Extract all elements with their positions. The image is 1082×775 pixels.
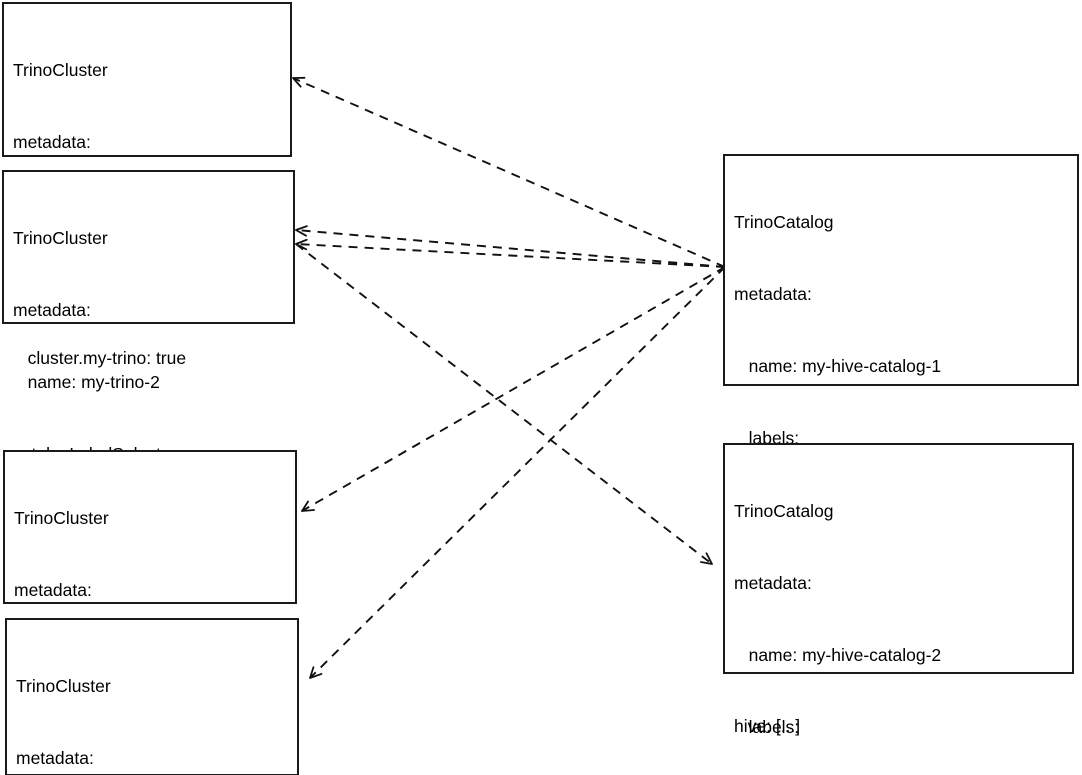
edge-catalog2-to-my-trino-2-return: [295, 238, 726, 268]
edge-catalog1-to-my-trino: [292, 76, 726, 268]
node-line-kind: TrinoCluster: [14, 508, 109, 528]
edge-catalog1-to-my-trino-blue: [302, 266, 726, 511]
node-trinocluster-my-trino[interactable]: TrinoCluster metadata: name: my-trino ca…: [2, 2, 292, 368]
node-line-metadata: metadata:: [14, 580, 92, 600]
node-line-metadata: metadata:: [13, 300, 91, 320]
node-line-kind: TrinoCatalog: [734, 501, 834, 521]
node-line-kind: TrinoCluster: [16, 676, 111, 696]
node-line-kind: TrinoCluster: [13, 60, 108, 80]
node-line-hive: hive: [...]: [734, 716, 801, 736]
edge-catalog2-to-my-trino-2: [295, 243, 712, 564]
node-trinocluster-my-trino-green[interactable]: TrinoCluster metadata: name: my-trino-gr…: [5, 618, 299, 775]
node-trinocluster-my-trino-2[interactable]: TrinoCluster metadata: name: my-trino-2 …: [2, 170, 295, 536]
node-line-name: name: my-trino-2: [13, 372, 160, 392]
node-line-name: name: my-hive-catalog-2: [734, 645, 942, 665]
node-line-name: name: my-hive-catalog-1: [734, 356, 942, 376]
node-line-labels: labels:: [734, 717, 800, 737]
edge-catalog1-to-my-trino-green: [310, 266, 726, 678]
node-line-kind: TrinoCatalog: [734, 212, 834, 232]
node-trinocluster-my-trino-blue[interactable]: TrinoCluster metadata: name: my-trino-bl…: [3, 450, 297, 744]
node-line-kind: TrinoCluster: [13, 228, 108, 248]
node-trinocatalog-my-hive-catalog-1[interactable]: TrinoCatalog metadata: name: my-hive-cat…: [723, 154, 1079, 736]
node-line-metadata: metadata:: [16, 748, 94, 768]
node-trinocatalog-my-hive-catalog-2[interactable]: TrinoCatalog metadata: name: my-hive-cat…: [723, 443, 1074, 737]
node-line-metadata: metadata:: [13, 132, 91, 152]
node-line-metadata: metadata:: [734, 573, 812, 593]
edge-catalog1-to-my-trino-2: [295, 225, 726, 268]
node-line-metadata: metadata:: [734, 284, 812, 304]
node-line-selector-entry: cluster.my-trino: true: [13, 348, 187, 368]
